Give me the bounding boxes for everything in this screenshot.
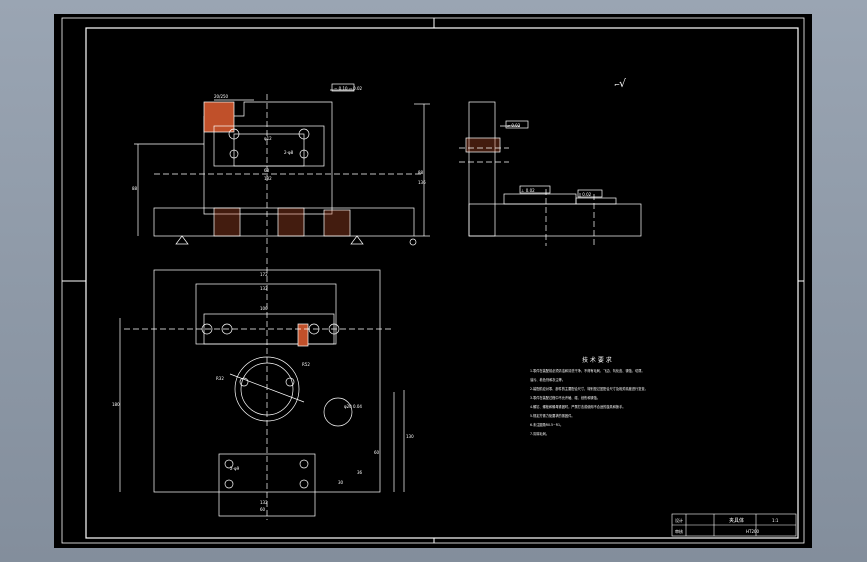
side-view [459, 101, 642, 246]
technical-notes: 技 术 要 求 1.零件在装配前必须清洁和清洗干净，不得有毛刺、飞边、氧化皮、锈… [530, 356, 648, 436]
front-inner-dim-3: 132 [264, 176, 272, 181]
front-dim-right-1: 88 [418, 170, 424, 175]
front-callout-1: 20/250 [214, 94, 229, 99]
svg-text:⌐: ⌐ [614, 81, 620, 89]
drawing-sheet: √ ⌐ 20/250 − 0.10 ▱ 0.02 88 88 136 φ12 6… [54, 14, 812, 548]
front-dim-left: 88 [132, 186, 138, 191]
plan-dim-top-2: 132 [260, 286, 268, 291]
plan-dim-right-1: 130 [406, 434, 414, 439]
title-block-row-2: 审核 [675, 528, 683, 534]
notes-title: 技 术 要 求 [582, 356, 612, 364]
note-line-5: 4.螺钉、螺栓和螺母紧固时，严禁打击或使用不合适的旋具和扳手。 [530, 404, 625, 409]
title-block-title: 夹具体 [729, 517, 744, 524]
note-line-8: 7.清除毛刺。 [530, 431, 549, 436]
plan-radius-1: R32 [216, 376, 224, 381]
front-inner-dim-1: φ12 [264, 136, 272, 141]
title-block [671, 513, 797, 537]
note-line-3: 2.装配前应对零、部件的主要配合尺寸，特别是过盈配合尺寸及相关精度进行复查。 [530, 386, 648, 391]
front-dim-right-2: 136 [418, 180, 426, 185]
plan-dim-right-3: 36 [357, 470, 363, 475]
front-callout-2: − 0.10 ▱ 0.02 [334, 86, 363, 91]
title-block-scale: 1:1 [772, 518, 779, 523]
title-block-row-1: 设计 [675, 517, 683, 523]
side-callout-2: ⊥ 0.02 [521, 188, 535, 193]
note-line-7: 6.未注圆角R0.5~R1。 [530, 422, 563, 427]
note-line-6: 5.规定拧紧力矩要求的紧固件。 [530, 413, 574, 418]
front-hole-note: 2-φ8 [284, 150, 294, 155]
plan-dim-top-3: 100 [260, 306, 268, 311]
sheet-borders [61, 17, 805, 544]
plan-radius-2: R52 [302, 362, 310, 367]
plan-dim-bottom-1: 132 [260, 500, 268, 505]
plan-dim-top-1: 172 [260, 272, 268, 277]
plan-dim-right-4: 30 [338, 480, 344, 485]
plan-view [119, 258, 405, 520]
plan-dim-right-2: 60 [374, 450, 380, 455]
plan-hole-note: 2-φ9 [230, 466, 240, 471]
plan-dim-bottom-2: 60 [260, 507, 266, 512]
plan-hole-label: φ20 0.04 [344, 404, 362, 409]
note-line-2: 油污、着色剂和灰尘等。 [530, 377, 565, 382]
title-block-material: HT200 [746, 529, 760, 534]
note-line-4: 3.零件在装配过程中不允许磕、碰、划伤和锈蚀。 [530, 395, 600, 400]
front-view [134, 83, 430, 254]
front-inner-dim-2: 68 [264, 168, 270, 173]
plan-dim-left: 180 [112, 402, 120, 407]
side-callout-3: ∥ 0.02 [579, 192, 592, 197]
note-line-1: 1.零件在装配前必须清洁和清洗干净，不得有毛刺、飞边、氧化皮、锈蚀、切屑。 [530, 368, 645, 373]
roughness-symbol: √ [619, 77, 627, 90]
side-callout-1: ▱ 0.02 [507, 123, 521, 128]
cad-drawing: √ ⌐ 20/250 − 0.10 ▱ 0.02 88 88 136 φ12 6… [61, 17, 805, 544]
